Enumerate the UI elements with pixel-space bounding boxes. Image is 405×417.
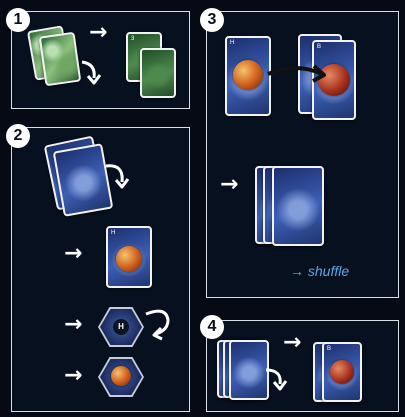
planet-card: B	[322, 342, 362, 402]
planet-icon	[330, 360, 354, 384]
deck-card-back	[272, 166, 324, 246]
deck-card-back	[39, 32, 82, 87]
planet-card: H	[106, 226, 152, 288]
revealed-card	[140, 48, 176, 98]
right-arrow-icon: →	[64, 365, 82, 387]
card-id: 3	[131, 36, 134, 42]
step-2-badge: 2	[6, 124, 30, 148]
hex-token: H	[113, 319, 129, 335]
right-arrow-icon: →	[64, 314, 82, 336]
step-3-badge: 3	[200, 8, 224, 32]
card-id: H	[230, 40, 234, 46]
shuffle-label: → shuffle	[290, 263, 349, 279]
step-4-badge: 4	[200, 315, 224, 339]
rotate-arrow-icon	[142, 306, 172, 340]
right-arrow-icon: →	[220, 174, 238, 196]
planet-icon	[233, 60, 263, 90]
flip-arrow-icon	[264, 366, 290, 392]
planet-icon	[116, 246, 142, 272]
move-arrow-icon	[266, 60, 332, 84]
right-arrow-icon: →	[64, 243, 82, 265]
right-arrow-icon: →	[283, 332, 301, 354]
planet-icon	[111, 366, 131, 386]
step-1-badge: 1	[6, 8, 30, 32]
right-arrow-icon: →	[89, 22, 107, 44]
flip-arrow-icon	[104, 160, 132, 190]
card-id: B	[327, 346, 331, 352]
planet-card: H	[225, 36, 271, 116]
card-id: H	[111, 230, 115, 236]
deck-card-back	[229, 340, 269, 400]
card-id: B	[317, 44, 321, 50]
flip-arrow-icon	[78, 58, 106, 86]
